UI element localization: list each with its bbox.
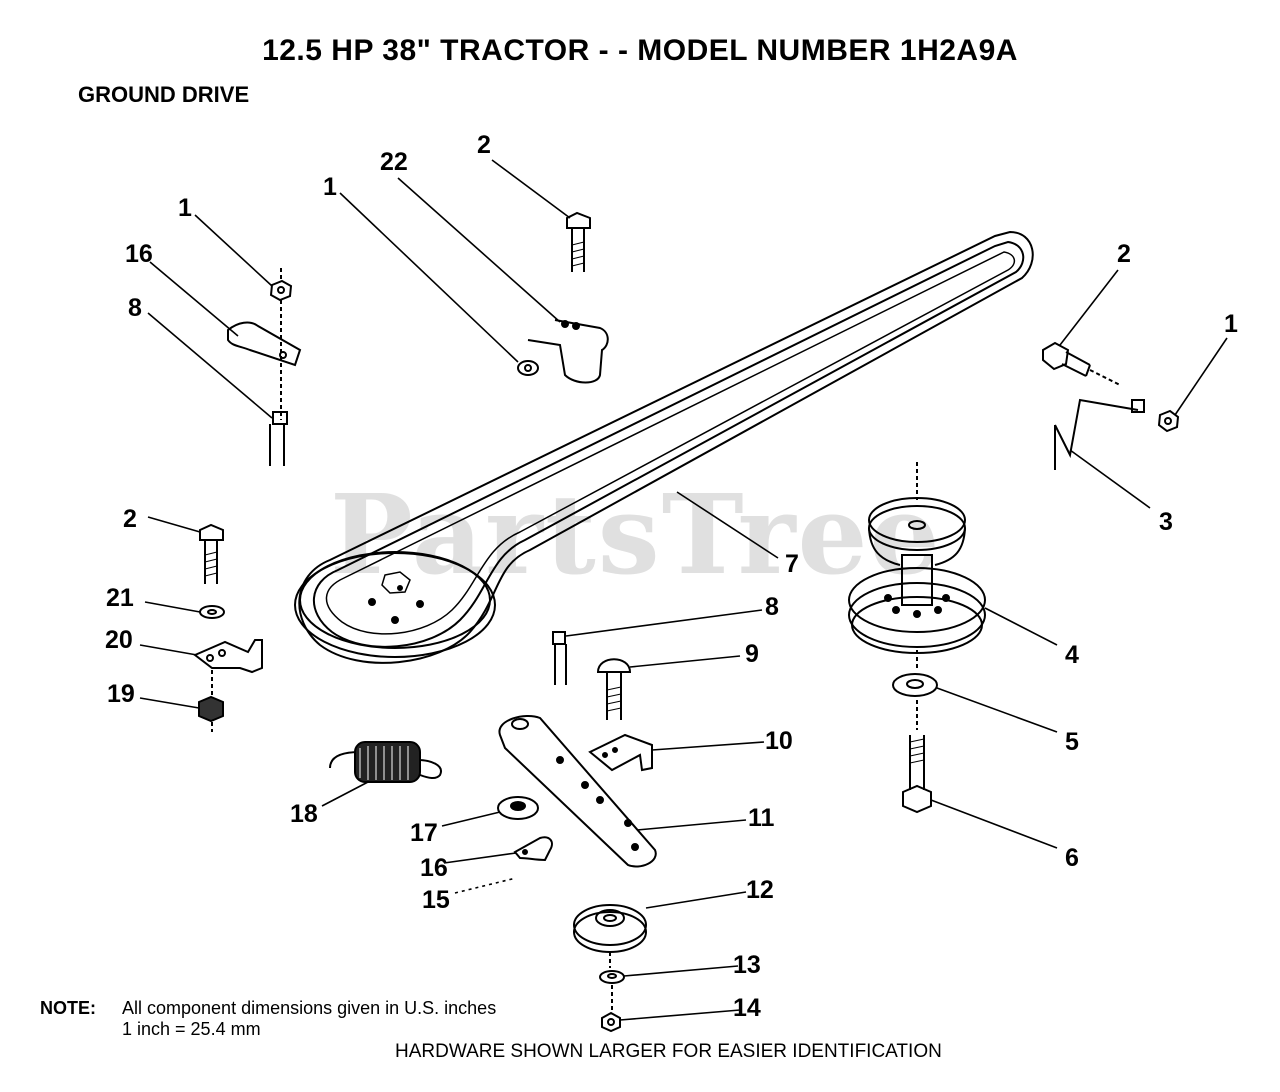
callout-numbers: 1 16 8 1 22 2 2 1 3 7 4 5 6 2 21 20 19 8… xyxy=(105,131,1238,1022)
callout-13: 13 xyxy=(733,951,761,979)
callout-17: 17 xyxy=(410,819,438,847)
bracket-22 xyxy=(527,319,609,384)
idler-arm-11 xyxy=(498,715,657,868)
callout-10: 10 xyxy=(765,727,793,755)
stud-8-center xyxy=(552,631,567,685)
axis-line xyxy=(1089,369,1121,386)
section-subtitle: GROUND DRIVE xyxy=(78,82,250,107)
callout-9: 9 xyxy=(745,640,759,668)
callout-16-top-left: 16 xyxy=(125,240,153,268)
bolt-2-right xyxy=(1042,341,1091,377)
drive-belt xyxy=(298,230,1034,664)
note-label: NOTE: xyxy=(40,998,96,1018)
bolt-2-left xyxy=(199,523,224,584)
callout-8-top-left: 8 xyxy=(128,294,142,322)
callout-8-center: 8 xyxy=(765,593,779,621)
callout-18: 18 xyxy=(290,800,318,828)
washer-21 xyxy=(199,605,225,619)
rod-3 xyxy=(1054,398,1145,470)
callout-1-top-left: 1 xyxy=(178,194,192,222)
transmission-pulley xyxy=(294,551,496,658)
callout-2-left: 2 xyxy=(123,505,137,533)
stud-8-top xyxy=(269,411,288,466)
washer-13 xyxy=(599,970,625,984)
callout-12: 12 xyxy=(746,876,774,904)
dimensions-note: NOTE: All component dimensions given in U… xyxy=(40,998,496,1040)
callout-3: 3 xyxy=(1159,508,1173,536)
carriage-bolt-9 xyxy=(596,658,632,720)
callout-11: 11 xyxy=(748,804,775,832)
bolt-6 xyxy=(902,735,932,814)
callout-2-center: 2 xyxy=(477,131,491,159)
idler-pulley-12 xyxy=(573,904,647,953)
bracket-10 xyxy=(588,733,653,772)
callout-2-right: 2 xyxy=(1117,240,1131,268)
nut-1-right xyxy=(1157,409,1180,433)
callout-16-bottom: 16 xyxy=(420,854,448,882)
leader-lines xyxy=(139,159,1228,1021)
page-title: 12.5 HP 38" TRACTOR - - MODEL NUMBER 1H2… xyxy=(262,34,1018,67)
callout-4: 4 xyxy=(1065,641,1079,669)
nut-14 xyxy=(601,1011,621,1033)
bracket-20 xyxy=(193,639,263,674)
bolt-2-center xyxy=(566,211,591,272)
callout-1-right: 1 xyxy=(1224,310,1238,338)
bracket-16-bottom xyxy=(513,836,553,862)
hardware-note: HARDWARE SHOWN LARGER FOR EASIER IDENTIF… xyxy=(395,1041,942,1062)
callout-22: 22 xyxy=(380,148,408,176)
engine-pulley xyxy=(848,462,986,654)
note-line-2: 1 inch = 25.4 mm xyxy=(122,1019,261,1039)
callout-20: 20 xyxy=(105,626,133,654)
callout-14: 14 xyxy=(733,994,761,1022)
nut-1-center xyxy=(517,360,539,376)
bracket-16-top xyxy=(227,321,302,367)
callout-21: 21 xyxy=(106,584,134,612)
washer-5 xyxy=(892,673,938,697)
callout-15: 15 xyxy=(422,886,450,914)
nut-19 xyxy=(198,695,224,723)
callout-5: 5 xyxy=(1065,728,1079,756)
spring-18 xyxy=(329,741,442,783)
callout-7: 7 xyxy=(785,550,799,578)
washer-17 xyxy=(497,796,539,820)
callout-6: 6 xyxy=(1065,844,1079,872)
note-line-1: All component dimensions given in U.S. i… xyxy=(122,998,497,1018)
callout-19: 19 xyxy=(107,680,135,708)
callout-1-center: 1 xyxy=(323,173,337,201)
nut-top-left xyxy=(269,279,293,302)
